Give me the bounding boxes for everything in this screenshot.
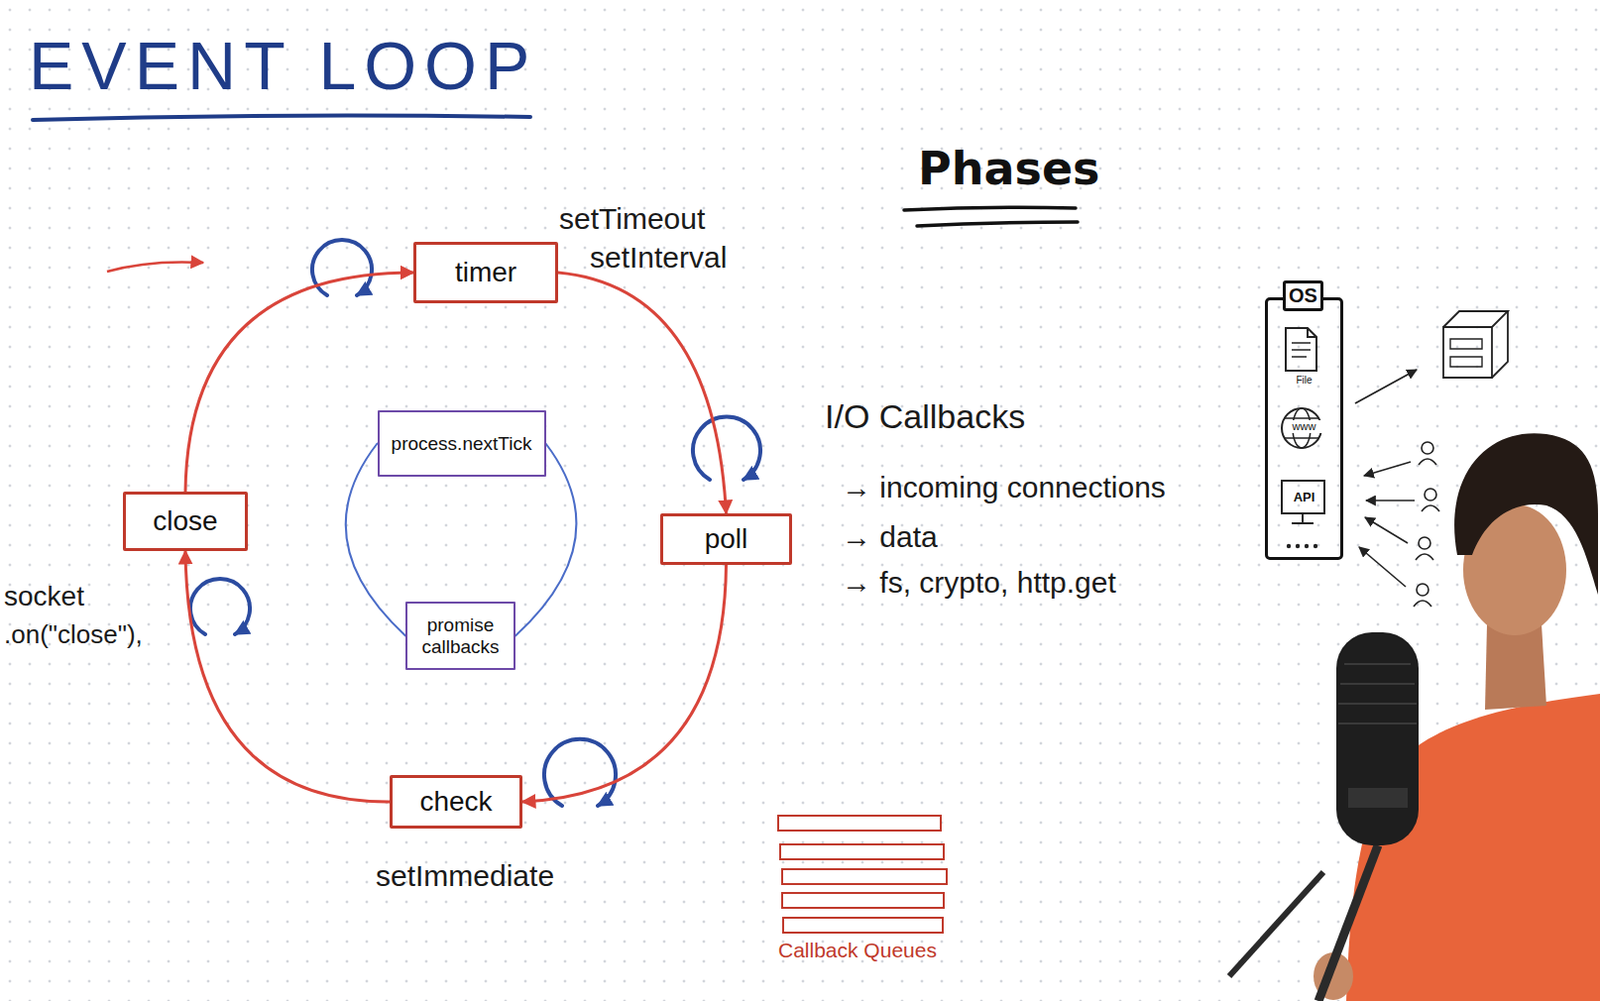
bullet-item: → data [841, 519, 938, 556]
callback-queue-bars [778, 815, 947, 933]
file-icon-lines [1291, 342, 1311, 357]
os-more-dots [1286, 544, 1318, 549]
file-icon [1285, 328, 1317, 371]
queue-bar [782, 869, 947, 885]
queue-bar [783, 917, 943, 933]
timer-api-label: setTimeout [559, 201, 705, 237]
loop-arrow [544, 739, 616, 806]
user-arrow [1364, 461, 1411, 476]
node-text: close [152, 505, 218, 538]
flow-connector [185, 551, 390, 802]
title-underline [32, 115, 531, 120]
node-text: process.nextTick [391, 433, 533, 456]
presenter-hair [1454, 433, 1599, 595]
presenter-neck [1485, 624, 1547, 710]
heading-underline [904, 207, 1076, 211]
www-caption: www [1284, 420, 1324, 434]
mic-grille [1338, 664, 1417, 724]
server-drawers [1450, 339, 1483, 367]
phase-description: I/O Callbacks [824, 396, 1026, 438]
bullet-item: → fs, crypto, http.get [841, 565, 1117, 601]
server-side [1491, 311, 1508, 378]
phase-box: poll [660, 513, 793, 566]
presenter-figure [1229, 433, 1600, 1001]
diagram-title: EVENT LOOP [28, 25, 538, 108]
os-heading: OS [1282, 280, 1324, 312]
microphone [1336, 632, 1419, 846]
user-icons [1359, 442, 1440, 607]
server-icon [1443, 311, 1508, 378]
file-icon-fold [1307, 328, 1317, 338]
node-text: poll [704, 523, 749, 556]
dot [1313, 544, 1318, 549]
flow-connector [558, 272, 727, 514]
phase-box: close [122, 491, 248, 552]
queue-caption: Callback Queues [778, 937, 937, 963]
user-head [1424, 488, 1437, 501]
mic-mount [1348, 788, 1408, 808]
request-arrow [1355, 369, 1417, 404]
user-body [1421, 505, 1440, 512]
server-front [1443, 327, 1492, 378]
timer-api-label: setInterval [589, 239, 727, 276]
user-arrow [1366, 499, 1415, 502]
close-api-label: socket [3, 579, 85, 614]
user-body [1413, 600, 1432, 607]
os-panel: OSFilewwwAPI [1264, 297, 1344, 561]
mic-stand [1229, 872, 1324, 977]
dot [1286, 544, 1291, 549]
entry-arrow [107, 261, 204, 272]
user-head [1416, 583, 1429, 596]
node-text: timer [455, 256, 517, 289]
node-text: check [419, 786, 492, 818]
node-text: promise callbacks [419, 614, 502, 659]
close-api-label: .on("close"), [3, 619, 143, 651]
user-arrow [1365, 517, 1408, 544]
dot [1295, 544, 1300, 549]
queue-bar [782, 893, 944, 909]
microtask-box: promise callbacks [405, 601, 516, 671]
bullet-item: → incoming connections [841, 469, 1166, 506]
check-api-label: setImmediate [375, 858, 555, 895]
phase-box: timer [413, 241, 559, 304]
user-head [1418, 537, 1431, 550]
microtask-box: process.nextTick [377, 410, 547, 477]
file-caption: File [1264, 374, 1344, 387]
monitor-stand [1291, 513, 1314, 524]
server-top [1443, 311, 1508, 328]
dot [1304, 544, 1309, 549]
queue-bar [778, 815, 941, 831]
user-head [1421, 442, 1434, 455]
flow-connector [522, 565, 727, 802]
section-heading: Phases [917, 141, 1100, 197]
phase-box: check [389, 775, 523, 829]
user-arrow [1359, 547, 1406, 587]
heading-underline [916, 222, 1078, 227]
queue-bar [780, 844, 944, 860]
user-body [1415, 554, 1434, 561]
loop-arrow [312, 239, 372, 296]
user-body [1418, 458, 1437, 465]
mic-stand [1318, 845, 1378, 1001]
loop-arrow [190, 578, 250, 635]
loop-arrow [692, 417, 761, 480]
api-caption: API [1264, 489, 1344, 506]
